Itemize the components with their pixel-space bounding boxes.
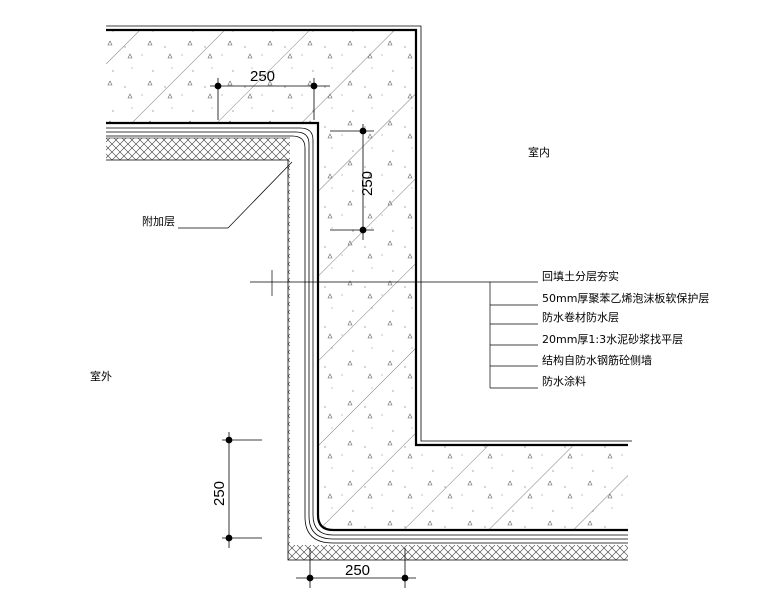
dimension-top-horizontal <box>210 78 330 120</box>
additional-layer-leader <box>178 161 293 229</box>
layer-item: 50mm厚聚苯乙烯泡沫板软保护层 <box>542 291 709 305</box>
outdoor-label: 室外 <box>90 369 112 383</box>
dimension-top-vertical <box>330 124 374 240</box>
dimension-bottom-horizontal <box>296 548 416 588</box>
dimension-bottom-vertical-label: 250 <box>211 481 228 506</box>
waterproof-layers <box>106 121 628 544</box>
layer-callout-leader <box>489 282 538 389</box>
layer-item: 结构自防水钢筋砼侧墙 <box>542 353 652 367</box>
layer-item: 回填土分层夯实 <box>542 269 619 283</box>
layer-item: 20mm厚1:3水泥砂浆找平层 <box>542 332 683 346</box>
dimension-top-vertical-label: 250 <box>359 171 376 196</box>
layer-item: 防水涂料 <box>542 374 586 388</box>
foam-protection-layer <box>106 137 628 561</box>
indoor-label: 室内 <box>528 145 550 159</box>
additional-layer-label: 附加层 <box>142 214 175 228</box>
dimension-top-horizontal-label: 250 <box>250 68 275 85</box>
layer-item: 防水卷材防水层 <box>542 310 619 324</box>
concrete-wall <box>106 30 628 530</box>
dimension-bottom-horizontal-label: 250 <box>345 562 370 579</box>
dimension-bottom-vertical <box>222 432 262 548</box>
layer-callout-list: 回填土分层夯实 50mm厚聚苯乙烯泡沫板软保护层 防水卷材防水层 20mm厚1:… <box>542 269 709 388</box>
inner-face-lines <box>106 25 632 447</box>
